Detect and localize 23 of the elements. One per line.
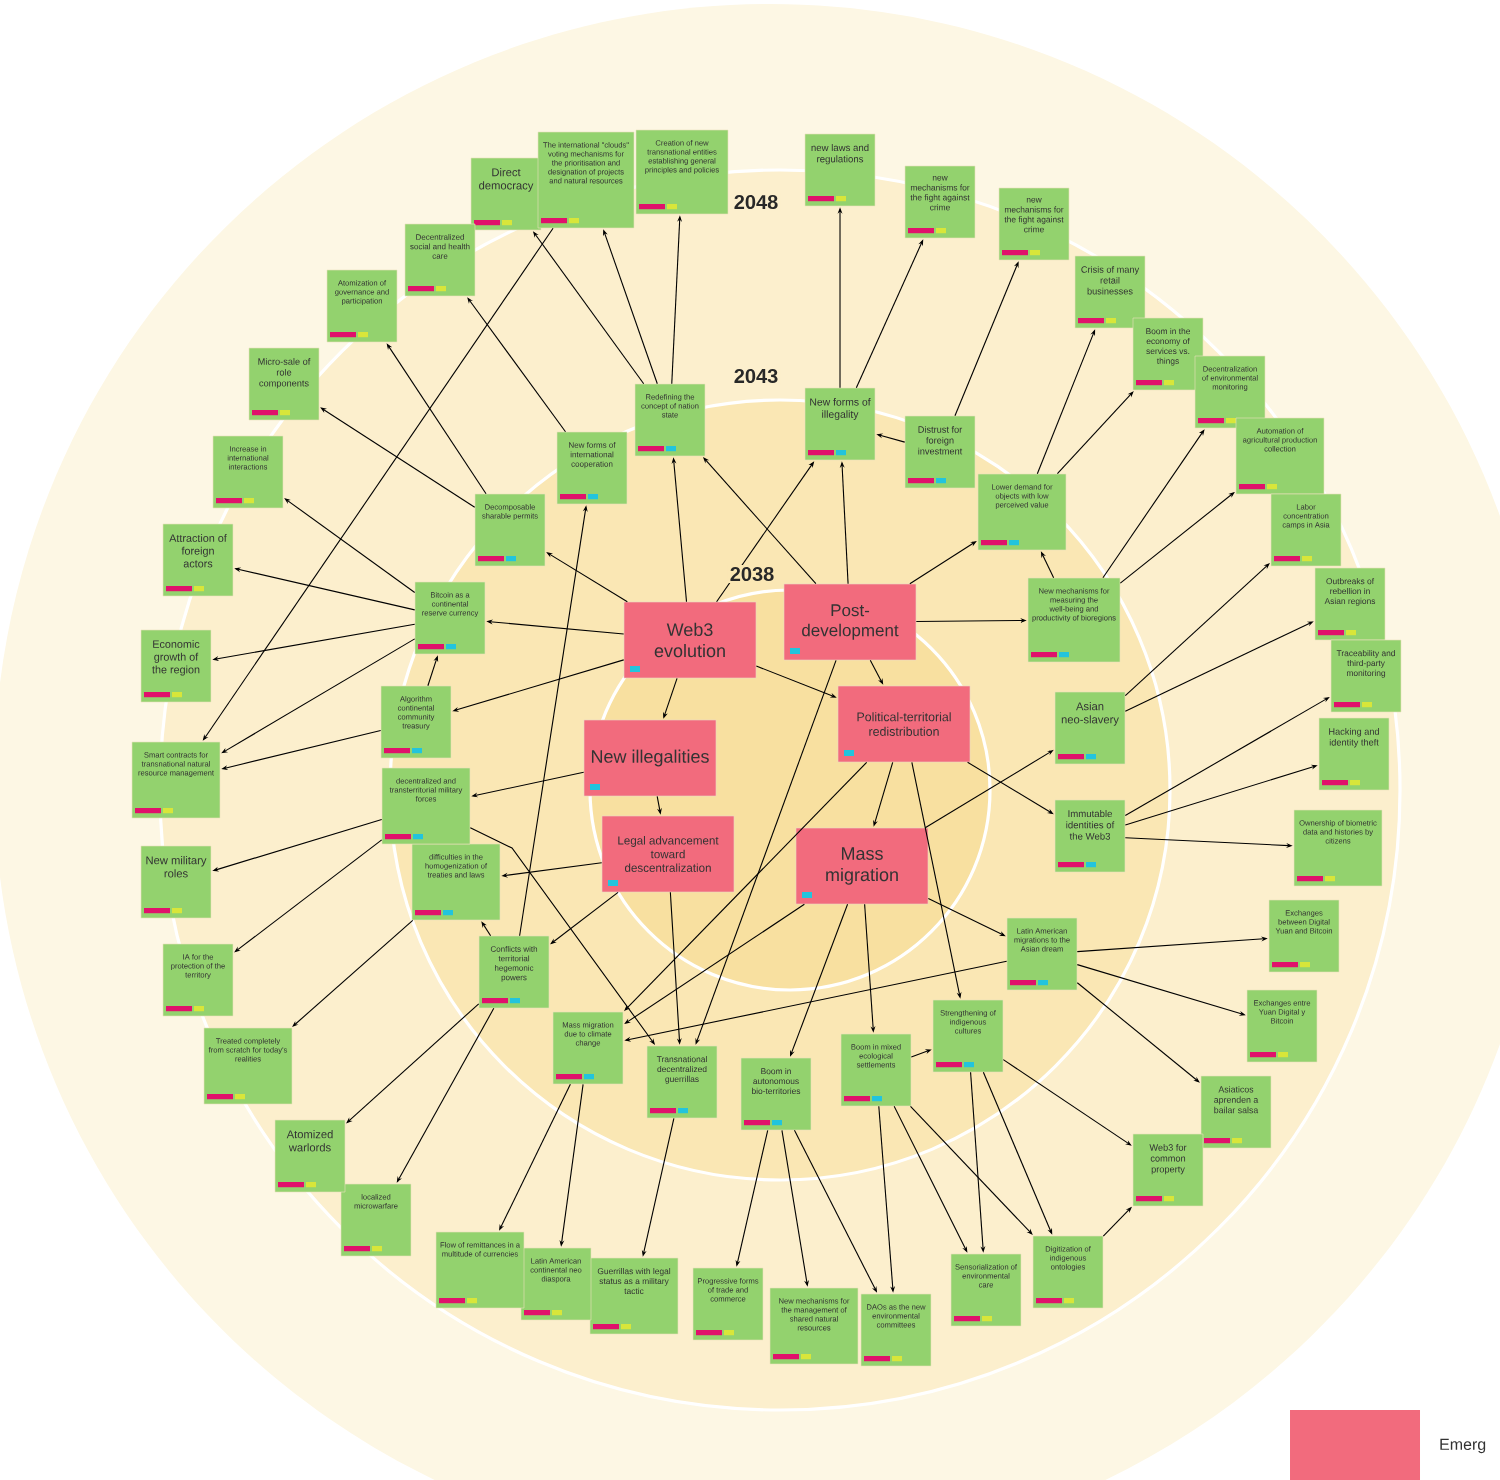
- arrow: [546, 552, 628, 603]
- arrow: [234, 839, 383, 953]
- arrow: [221, 638, 416, 754]
- arrow: [1056, 391, 1134, 475]
- arrow: [909, 1105, 1033, 1235]
- arrow: [1124, 563, 1270, 697]
- arrow: [346, 1003, 480, 1124]
- arrow: [396, 1007, 495, 1183]
- arrow: [320, 407, 476, 508]
- emergent-note: Web3 evolution: [623, 601, 757, 679]
- arrow: [1076, 982, 1200, 1083]
- arrow: [386, 343, 487, 495]
- arrow: [467, 297, 567, 433]
- emergent-note: Post-development: [783, 583, 917, 661]
- arrow: [703, 457, 817, 585]
- arrow: [1002, 1059, 1132, 1146]
- emergent-note: Mass migration: [795, 827, 929, 905]
- arrow: [624, 903, 805, 1024]
- arrow: [284, 498, 416, 594]
- arrow: [1102, 429, 1205, 579]
- emergent-note: New illegalities: [583, 719, 717, 797]
- arrow: [481, 921, 492, 937]
- legend-label: Emerg: [1440, 1438, 1486, 1454]
